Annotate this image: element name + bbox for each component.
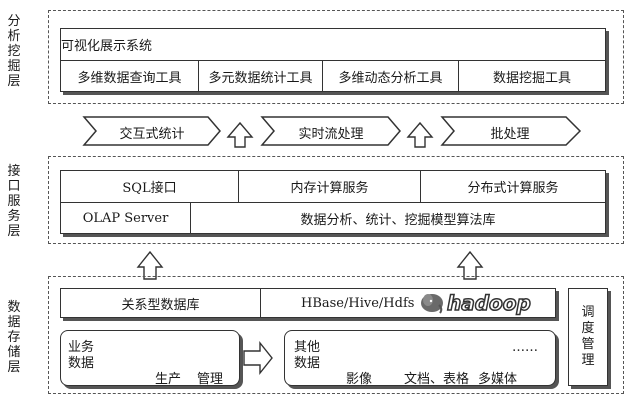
schedule-management-label: 调度管理 [581, 305, 595, 368]
analysis-layer [48, 10, 624, 104]
interface-layer [48, 156, 624, 244]
chevron-interactive-stats [82, 116, 221, 146]
tool-multivariate-stats: 多元数据统计工具 [199, 61, 323, 91]
other-item-docs: 文档、表格 [404, 372, 470, 387]
other-data-box [284, 330, 556, 386]
schedule-management-box: 调度管理 [568, 288, 608, 386]
analysis-inner: 可视化展示系统 多维数据查询工具 多元数据统计工具 多维动态分析工具 数据挖掘工… [60, 28, 606, 92]
up-arrow-4-icon [456, 250, 484, 280]
interface-layer-label: 接口服务层 [7, 164, 21, 239]
hadoop-logo: hadoop [419, 290, 549, 316]
relational-database: 关系型数据库 [61, 289, 261, 317]
storage-layer [48, 276, 624, 394]
chevron-batch [440, 116, 582, 146]
business-data-label: 业务数据 [68, 340, 95, 371]
tool-data-mining: 数据挖掘工具 [492, 70, 571, 86]
sql-interface: SQL接口 [61, 171, 239, 202]
storage-layer-label: 数据存储层 [7, 300, 21, 375]
hbase-hive-hdfs: HBase/Hive/Hdfs [261, 289, 555, 317]
hbase-hive-hdfs-label: HBase/Hive/Hdfs [301, 295, 415, 311]
mode-batch: 批处理 [490, 127, 530, 142]
other-item-more: …… [512, 340, 538, 355]
mode-interactive-stats: 交互式统计 [119, 127, 185, 142]
other-item-multimedia: 多媒体 [478, 372, 518, 387]
other-item-image: 影像 [346, 372, 373, 387]
olap-server: OLAP Server [61, 203, 191, 233]
tool-multidim-query: 多维数据查询工具 [61, 61, 199, 91]
up-arrow-1-icon [226, 121, 254, 148]
chevron-realtime-stream [260, 116, 401, 146]
analysis-layer-label: 分析挖掘层 [7, 14, 21, 89]
right-arrow-icon [243, 341, 273, 375]
up-arrow-3-icon [136, 250, 164, 280]
hadoop-logo-text: hadoop [446, 290, 531, 316]
hadoop-elephant-icon [421, 294, 443, 314]
business-data-box [60, 330, 240, 386]
algorithm-library: 数据分析、统计、挖掘模型算法库 [300, 212, 496, 228]
tool-multidim-dynamic: 多维动态分析工具 [323, 61, 459, 91]
visualization-system: 可视化展示系统 [61, 39, 153, 54]
other-data-label: 其他数据 [294, 340, 321, 371]
memory-compute-service: 内存计算服务 [239, 171, 421, 202]
database-row: 关系型数据库 HBase/Hive/Hdfs hadoop [60, 288, 556, 318]
up-arrow-2-icon [406, 121, 434, 148]
business-item-management: 管理 [197, 372, 224, 387]
interface-inner: SQL接口 内存计算服务 分布式计算服务 OLAP Server 数据分析、统计… [60, 170, 606, 234]
distributed-compute-service: 分布式计算服务 [467, 181, 559, 196]
mode-realtime-stream: 实时流处理 [298, 127, 364, 142]
business-item-production: 生产 [155, 372, 182, 387]
